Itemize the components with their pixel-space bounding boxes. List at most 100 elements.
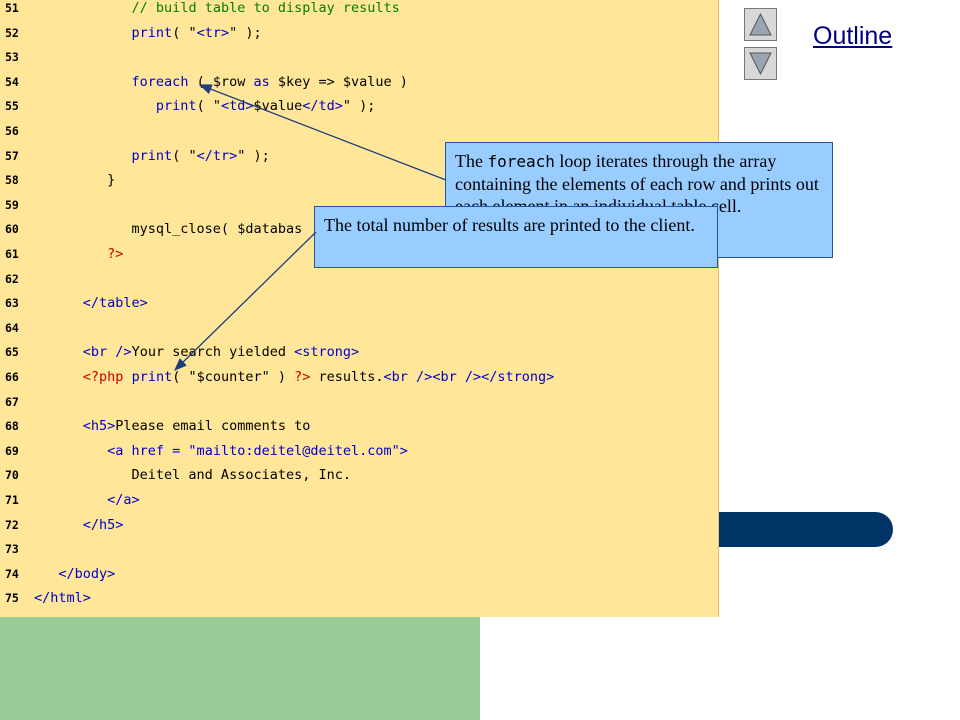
next-slide-button[interactable] (744, 47, 777, 80)
code-line: 68 <h5>Please email comments to (0, 414, 718, 438)
code-token: ?> (107, 246, 124, 262)
code-token: ?> (294, 369, 311, 385)
triangle-up-icon (749, 12, 772, 36)
code-line: 53 (0, 45, 718, 69)
code-token: <br /> (383, 369, 433, 385)
previous-slide-button[interactable] (744, 8, 777, 41)
code-token: </strong> (481, 369, 555, 385)
code-line: 73 (0, 537, 718, 561)
code-line: 64 (0, 316, 718, 340)
code-token: </a> (107, 492, 140, 508)
code-line: 62 (0, 267, 718, 291)
code-line: 60 mysql_close( $databas (0, 217, 718, 241)
line-number: 73 (5, 542, 19, 557)
code-token: results. (310, 369, 384, 385)
line-number: 57 (5, 148, 19, 163)
code-token: } (34, 172, 116, 189)
line-number: 75 (5, 591, 19, 606)
line-number: 74 (5, 566, 19, 581)
outline-link[interactable]: Outline (813, 22, 893, 50)
code-token: Please email comments to (115, 418, 311, 435)
code-line: 75 </html> (0, 586, 718, 610)
code-token: " ); (342, 98, 376, 115)
code-text: mysql_close( $databas (34, 217, 303, 241)
line-number: 52 (5, 25, 19, 40)
code-token: Deitel and Associates, Inc. (34, 467, 351, 484)
code-token: </h5> (82, 516, 124, 533)
code-token: print (155, 98, 197, 115)
line-number: 66 (5, 370, 19, 384)
code-token: Your search yielded (131, 344, 295, 361)
code-text: ?> (34, 242, 123, 266)
code-token: ( "$counter" ) (172, 369, 295, 385)
line-number: 63 (5, 296, 19, 311)
code-line: 72 </h5> (0, 513, 718, 537)
line-number: 53 (5, 50, 19, 65)
code-text: </body> (34, 562, 115, 586)
code-token: ( $row (188, 73, 254, 90)
line-number: 60 (5, 222, 19, 237)
code-line: 57 print( "</tr>" ); (0, 144, 718, 168)
code-line: 70 Deitel and Associates, Inc. (0, 463, 718, 487)
code-token: </tr> (196, 147, 238, 164)
line-number: 59 (5, 197, 19, 212)
code-token: foreach (131, 73, 189, 90)
line-number: 71 (5, 493, 19, 507)
code-token: as (253, 73, 270, 90)
code-line: 71 </a> (0, 488, 718, 512)
code-text: <?php print( "$counter" ) ?> results.<br… (34, 365, 554, 389)
code-token: </html> (34, 590, 91, 607)
line-number: 70 (5, 468, 19, 483)
code-line: 56 (0, 119, 718, 143)
code-line: 52 print( "<tr>" ); (0, 21, 718, 45)
callout-foreach-code: foreach (487, 152, 555, 171)
callout-total: The total number of results are printed … (314, 206, 718, 268)
code-token: <strong> (294, 344, 360, 361)
code-line: 59 (0, 193, 718, 217)
decorative-blue-bar (700, 512, 893, 547)
code-text: <br />Your search yielded <strong> (34, 340, 359, 364)
code-text: </html> (34, 586, 91, 610)
code-text: foreach ( $row as $key => $value ) (34, 70, 408, 94)
code-line: 58 } (0, 168, 718, 192)
code-line: 61 ?> (0, 242, 718, 266)
line-number: 69 (5, 443, 19, 458)
line-number: 61 (5, 247, 19, 261)
code-token: print (131, 24, 173, 41)
callout-foreach-pre: The (455, 151, 488, 171)
line-number: 65 (5, 345, 19, 360)
code-token: <?php (82, 369, 124, 385)
code-token: ( " (196, 98, 221, 115)
code-token: " ); (229, 24, 262, 41)
code-token: <a href = "mailto:deitel@deitel.com"> (107, 442, 408, 459)
code-line: 54 foreach ( $row as $key => $value ) (0, 70, 718, 94)
arrow-total (174, 231, 317, 371)
code-text: print( "</tr>" ); (34, 144, 270, 168)
code-text: // build table to display results (34, 0, 400, 20)
code-line: 63 </table> (0, 291, 718, 315)
code-token: ( " (172, 147, 197, 164)
line-number: 67 (5, 394, 19, 409)
code-token: </table> (82, 295, 148, 312)
code-line: 65 <br />Your search yielded <strong> (0, 340, 718, 364)
code-text: <a href = "mailto:deitel@deitel.com"> (34, 439, 408, 463)
line-number: 64 (5, 320, 19, 335)
code-token: ( " (172, 24, 197, 41)
code-line: 74 </body> (0, 562, 718, 586)
line-number: 72 (5, 517, 19, 532)
code-text: </table> (34, 291, 148, 315)
code-token: <h5> (82, 418, 116, 435)
code-text: print( "<tr>" ); (34, 21, 262, 45)
decorative-green-panel (0, 610, 480, 720)
code-token: " ); (237, 147, 270, 164)
line-number: 54 (5, 74, 19, 89)
code-token: print (131, 369, 173, 385)
code-text: } (34, 168, 115, 192)
line-number: 62 (5, 271, 19, 286)
line-number: 56 (5, 124, 19, 138)
code-text: </a> (34, 488, 140, 512)
code-text: Deitel and Associates, Inc. (34, 463, 351, 487)
code-text: <h5>Please email comments to (34, 414, 311, 438)
